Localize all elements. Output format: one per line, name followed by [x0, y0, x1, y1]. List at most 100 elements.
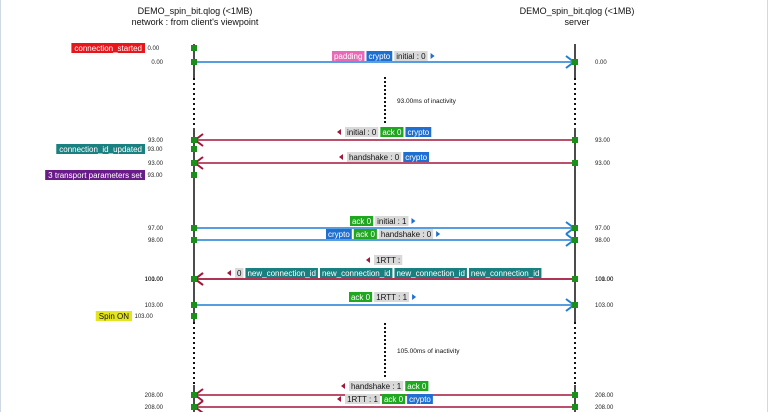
server-time: 100.00 — [595, 277, 614, 283]
event-label: connection_id_updated — [59, 145, 142, 154]
frame-chip — [381, 394, 406, 404]
frame-chip — [407, 394, 433, 404]
frame-label: ack 0 — [382, 128, 402, 137]
frame-label: new_connection_id — [322, 269, 391, 278]
frame-label: crypto — [368, 52, 390, 61]
frame-chip — [345, 127, 379, 137]
frame-label: 1RTT : — [376, 256, 400, 265]
client-packet-marker — [191, 404, 197, 410]
frame-chip — [374, 292, 410, 302]
frame-label: crypto — [407, 128, 429, 137]
event-time: 103.00 — [135, 314, 154, 320]
server-time: 101.00 — [595, 277, 614, 283]
frame-label: crypto — [405, 153, 427, 162]
client-packet-marker — [191, 302, 197, 308]
client-time: 93.00 — [148, 138, 164, 144]
event-badge — [71, 43, 145, 53]
direction-left-icon — [227, 270, 231, 276]
server-header: DEMO_spin_bit.qlog (<1MB) server — [497, 6, 657, 28]
frame-label: initial : 0 — [347, 128, 377, 137]
frame-label: ack 0 — [352, 217, 372, 226]
frame-chip — [235, 268, 244, 278]
frame-chip — [350, 216, 374, 226]
frame-chip — [405, 127, 432, 137]
client-time: 103.00 — [145, 303, 164, 309]
frame-chip — [345, 394, 380, 404]
client-time: 97.00 — [148, 226, 164, 232]
frame-chip — [394, 268, 467, 278]
event-label: 3 transport parameters set — [48, 171, 143, 180]
event-label: connection_started — [74, 44, 142, 53]
frame-label: handshake : 0 — [349, 153, 400, 162]
client-time: 0.00 — [151, 60, 163, 66]
server-packet-marker — [572, 302, 578, 308]
server-packet-marker — [572, 404, 578, 410]
frame-chip — [374, 255, 403, 265]
client-event-marker — [191, 313, 197, 319]
frame-chip — [405, 381, 429, 391]
frame-label: handshake : 1 — [351, 382, 402, 391]
server-time: 98.00 — [595, 238, 611, 244]
server-packet-marker — [572, 137, 578, 143]
direction-right-icon — [436, 231, 441, 237]
direction-left-icon — [337, 129, 341, 135]
message-3: 97.00 97.00 ack 0 initial : 1 — [148, 216, 611, 235]
frame-label: 1RTT : 1 — [376, 293, 407, 302]
server-subtitle: server — [564, 17, 590, 27]
server-packet-marker — [572, 59, 578, 65]
frame-chip — [366, 51, 393, 61]
client-time: 208.00 — [145, 393, 164, 399]
client-time: 101.00 — [145, 277, 164, 283]
direction-left-icon — [337, 396, 341, 402]
event-badge — [56, 144, 145, 154]
event-time: 93.00 — [148, 147, 164, 153]
server-time: 93.00 — [595, 161, 611, 167]
client-packet-marker — [191, 276, 197, 282]
frame-chip — [380, 127, 404, 137]
event-spin_on: Spin ON 103.00 — [95, 311, 197, 321]
client-title: DEMO_spin_bit.qlog (<1MB) — [137, 6, 253, 16]
frame-chip — [468, 268, 542, 278]
client-header: DEMO_spin_bit.qlog (<1MB) network : from… — [115, 6, 275, 28]
client-subtitle: network : from client's viewpoint — [131, 17, 259, 27]
client-packet-marker — [191, 225, 197, 231]
server-time: 97.00 — [595, 226, 611, 232]
frame-chip — [375, 216, 409, 226]
server-packet-marker — [572, 225, 578, 231]
server-packet-marker — [572, 237, 578, 243]
frame-chip — [394, 51, 428, 61]
client-event-marker — [191, 45, 197, 51]
client-packet-marker — [191, 392, 197, 398]
frame-label: new_connection_id — [396, 269, 465, 278]
frame-chip — [353, 229, 377, 239]
frame-chip — [403, 152, 430, 162]
frame-label: crypto — [409, 395, 431, 404]
frame-chip — [326, 229, 352, 239]
event-badge — [95, 311, 132, 321]
client-time: 100.00 — [145, 277, 164, 283]
direction-right-icon — [430, 53, 435, 59]
event-label: Spin ON — [99, 312, 129, 321]
server-time: 0.00 — [595, 60, 607, 66]
direction-left-icon — [341, 383, 345, 389]
frame-chip — [319, 268, 393, 278]
frame-chip — [332, 51, 365, 61]
client-packet-marker — [191, 59, 197, 65]
inactivity-label: 105.00ms of inactivity — [397, 348, 460, 355]
frame-chip — [347, 152, 402, 162]
server-packet-marker — [572, 276, 578, 282]
frame-label: ack 0 — [356, 230, 376, 239]
frame-label: 1RTT : 1 — [347, 395, 378, 404]
client-time: 98.00 — [148, 238, 164, 244]
frame-label: initial : 1 — [377, 217, 407, 226]
client-time: 208.00 — [145, 405, 164, 411]
server-time: 208.00 — [595, 393, 614, 399]
event-badge — [45, 170, 145, 180]
frame-label: new_connection_id — [247, 269, 316, 278]
